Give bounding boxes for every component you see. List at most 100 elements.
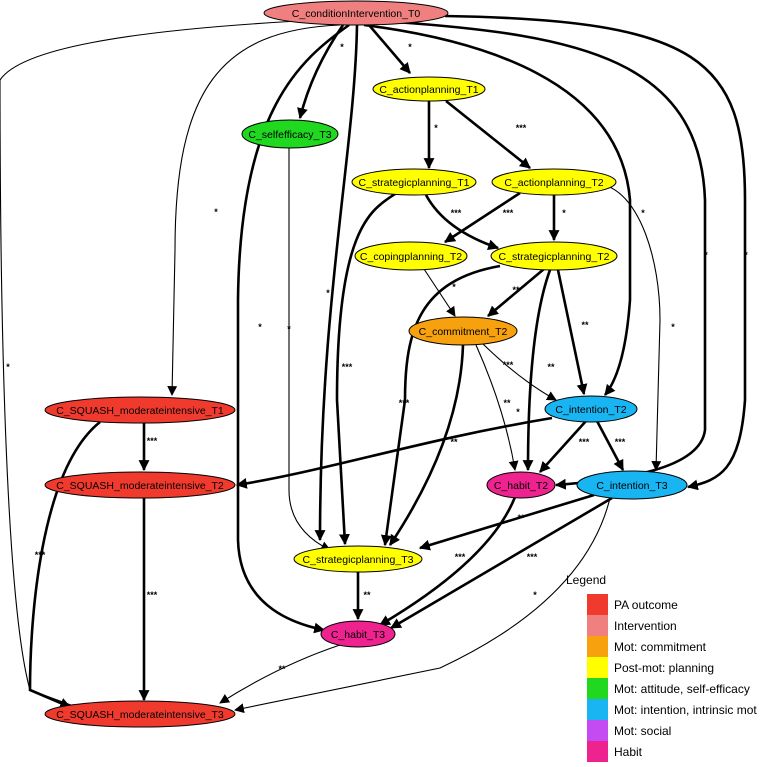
edge-int3-to-hab3 bbox=[390, 496, 613, 630]
edge-label-int2-to-int3: *** bbox=[615, 437, 626, 447]
legend-label: Mot: attitude, self-efficacy bbox=[614, 682, 750, 696]
edge-cond-to-se3 bbox=[297, 24, 345, 120]
node-se3-label: C_selfefficacy_T3 bbox=[248, 129, 331, 141]
edge-label-ap2-to-int3: * bbox=[671, 322, 675, 332]
edge-sq1-to-sq3 bbox=[28, 420, 101, 709]
node-hab2: C_habit_T2 bbox=[486, 471, 556, 499]
node-int2-label: C_intention_T2 bbox=[555, 404, 626, 416]
edge-cond-to-sq1 bbox=[167, 24, 341, 396]
edge-label-hab2-to-hab3: *** bbox=[455, 552, 466, 562]
edge-label-cond-to-sq3: * bbox=[6, 362, 10, 372]
edge-label-sp1-to-sp2: *** bbox=[451, 208, 462, 218]
legend-item: Mot: intention, intrinsic mot bbox=[587, 699, 757, 720]
node-ap1-shape bbox=[372, 76, 486, 102]
node-sq3-shape bbox=[44, 700, 236, 728]
edge-cond-to-int2 bbox=[363, 23, 632, 396]
node-sp3-shape bbox=[293, 545, 423, 573]
node-sq2-shape bbox=[44, 471, 236, 499]
edge-label-sp2-to-com2: ** bbox=[512, 285, 520, 295]
legend-item: Mot: attitude, self-efficacy bbox=[587, 678, 750, 699]
node-ap2-shape bbox=[491, 168, 617, 196]
node-com2: C_commitment_T2 bbox=[408, 316, 518, 346]
edge-label-sp1-to-sp3: *** bbox=[342, 362, 353, 372]
edge-label-com2-to-int2: *** bbox=[503, 360, 514, 370]
edge-cond-to-ap1 bbox=[368, 24, 411, 74]
legend-swatch bbox=[587, 741, 608, 762]
edge-label-cp2-to-com2: * bbox=[452, 282, 456, 292]
edge-sp1-to-sp2 bbox=[424, 194, 500, 251]
edge-label-int2-to-hab2: *** bbox=[579, 437, 590, 447]
edge-int3-to-sp3 bbox=[418, 493, 595, 551]
node-int2-shape bbox=[544, 395, 638, 423]
edge-label-int3-to-sp3: ** bbox=[517, 513, 525, 523]
edge-hab3-to-sq3 bbox=[219, 644, 341, 704]
legend-title: Legend bbox=[566, 573, 606, 587]
node-sq2-label: C_SQUASH_moderateintensive_T2 bbox=[56, 480, 224, 492]
node-com2-shape bbox=[408, 316, 518, 346]
node-hab3-label: C_habit_T3 bbox=[331, 629, 385, 641]
node-sq3-label: C_SQUASH_moderateintensive_T3 bbox=[56, 709, 224, 721]
legend-label: Habit bbox=[614, 745, 643, 759]
edge-label-com2-to-hab2: ** bbox=[503, 398, 511, 408]
edge-cond-to-sq3 bbox=[0, 19, 319, 714]
node-ap1-label: C_actionplanning_T1 bbox=[379, 84, 478, 96]
edge-sp2-to-com2 bbox=[487, 268, 545, 317]
legend-label: PA outcome bbox=[614, 598, 678, 612]
legend-item: Intervention bbox=[587, 615, 677, 636]
node-sq1-shape bbox=[44, 396, 236, 424]
node-sp3: C_strategicplanning_T3 bbox=[293, 545, 423, 573]
edge-sp2-to-int2 bbox=[556, 269, 588, 396]
edge-label-cond-to-sq1: * bbox=[214, 207, 218, 217]
edge-label-sq1-to-sq2: *** bbox=[147, 436, 158, 446]
nodes-layer: C_conditionIntervention_T0C_actionplanni… bbox=[44, 0, 688, 728]
edge-label-cond-to-hab2: * bbox=[704, 250, 708, 260]
legend-swatch bbox=[587, 678, 608, 699]
edge-cond-to-hab3 bbox=[236, 23, 350, 634]
node-se3: C_selfefficacy_T3 bbox=[241, 119, 339, 149]
edge-label-sp2-to-int2: ** bbox=[581, 320, 589, 330]
node-ap1: C_actionplanning_T1 bbox=[372, 76, 486, 102]
node-hab2-shape bbox=[486, 471, 556, 499]
edge-label-ap1-to-sp1: * bbox=[434, 123, 438, 133]
node-sp1-label: C_strategicplanning_T1 bbox=[359, 177, 470, 189]
edge-ap2-to-cp2 bbox=[444, 191, 521, 244]
node-sq3: C_SQUASH_moderateintensive_T3 bbox=[44, 700, 236, 728]
edge-label-cond-to-hab3: * bbox=[258, 322, 262, 332]
legend-item: Habit bbox=[587, 741, 643, 762]
node-cond-shape bbox=[263, 0, 449, 26]
edge-hab2-to-hab3 bbox=[379, 496, 517, 627]
legend-label: Mot: social bbox=[614, 724, 671, 738]
legend-swatch bbox=[587, 615, 608, 636]
node-hab3-shape bbox=[320, 620, 396, 648]
edge-label-cond-to-se3: * bbox=[340, 42, 344, 52]
legend-swatch bbox=[587, 657, 608, 678]
edge-int2-to-sq2 bbox=[235, 416, 553, 489]
edge-label-cond-to-int2: * bbox=[641, 208, 645, 218]
edge-int2-to-hab2 bbox=[539, 420, 587, 473]
node-hab3: C_habit_T3 bbox=[320, 620, 396, 648]
edge-label-int3-to-hab3: *** bbox=[527, 552, 538, 562]
edge-sp2-to-hab2 bbox=[522, 269, 552, 472]
legend-item: Mot: commitment bbox=[587, 636, 707, 657]
node-int3-label: C_intention_T3 bbox=[596, 480, 667, 492]
edge-label-hab3-to-sq3: ** bbox=[278, 664, 286, 674]
edge-label-ap2-to-sp2: * bbox=[562, 208, 566, 218]
node-com2-label: C_commitment_T2 bbox=[419, 326, 508, 338]
node-sp2: C_strategicplanning_T2 bbox=[490, 241, 618, 271]
node-sp2-label: C_strategicplanning_T2 bbox=[499, 251, 610, 263]
edge-cond-to-int3 bbox=[444, 14, 747, 491]
node-cp2-label: C_copingplanning_T2 bbox=[360, 251, 462, 263]
node-ap2: C_actionplanning_T2 bbox=[491, 168, 617, 196]
edge-com2-to-hab2 bbox=[475, 344, 519, 471]
legend-swatch bbox=[587, 699, 608, 720]
edge-label-int3-to-sq3: * bbox=[533, 590, 537, 600]
legend-label: Intervention bbox=[614, 619, 677, 633]
node-sp3-label: C_strategicplanning_T3 bbox=[303, 554, 414, 566]
edge-cond-to-sp3 bbox=[314, 24, 359, 542]
edge-sp2-to-sp3 bbox=[380, 264, 501, 547]
node-sp1: C_strategicplanning_T1 bbox=[351, 168, 477, 196]
legend-item: Mot: social bbox=[587, 720, 671, 741]
legend-swatch bbox=[587, 636, 608, 657]
